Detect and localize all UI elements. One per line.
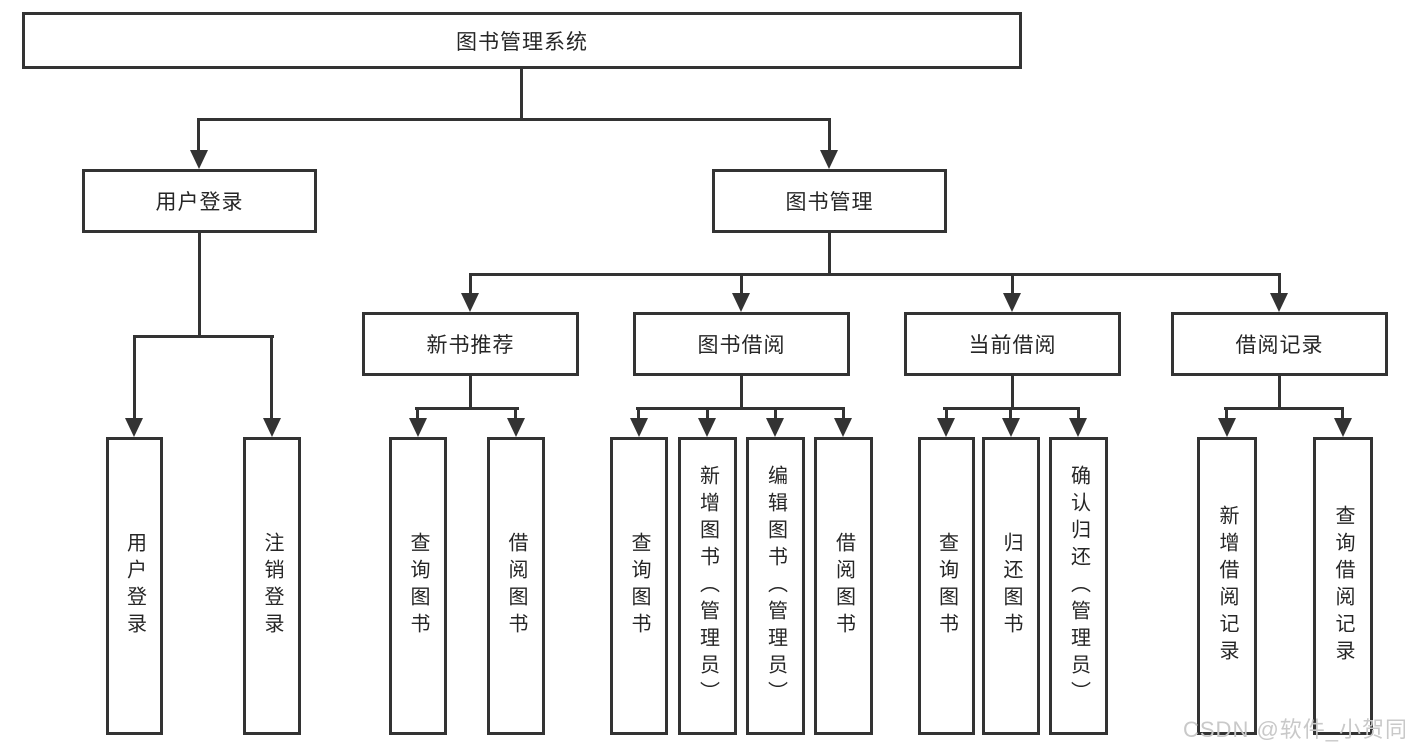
arrow-down-icon	[820, 150, 838, 169]
arrow-down-icon	[1218, 418, 1236, 437]
root-label: 图书管理系统	[456, 30, 588, 54]
leaf-box-add-books-admin: 新增图书（管理员）	[678, 437, 737, 735]
connector-line	[514, 407, 517, 421]
arrow-down-icon	[125, 418, 143, 437]
connector-line	[198, 233, 201, 335]
connector-line	[520, 69, 523, 118]
arrow-down-icon	[1002, 418, 1020, 437]
arrow-down-icon	[1069, 418, 1087, 437]
arrow-down-icon	[507, 418, 525, 437]
leaf-label: 查询借阅记录	[1332, 505, 1354, 667]
connector-line	[740, 376, 743, 407]
leaf-label: 注销登录	[261, 532, 283, 640]
arrow-down-icon	[834, 418, 852, 437]
arrow-down-icon	[937, 418, 955, 437]
connector-line	[469, 273, 1281, 276]
leaf-box-add-borrow-record: 新增借阅记录	[1197, 437, 1257, 735]
section-box-book-borrowing: 图书借阅	[633, 312, 850, 376]
leaf-box-user-login: 用户登录	[106, 437, 163, 735]
section-label: 当前借阅	[968, 334, 1057, 357]
connector-line	[197, 118, 831, 121]
leaf-label: 用户登录	[123, 532, 146, 640]
leaf-box-query-borrow-record: 查询借阅记录	[1313, 437, 1373, 735]
connector-line	[706, 407, 709, 421]
section-box-current-borrowing: 当前借阅	[904, 312, 1121, 376]
leaf-label: 查询图书	[407, 532, 429, 640]
leaf-label: 借阅图书	[832, 532, 855, 640]
leaf-box-logout: 注销登录	[243, 437, 301, 735]
connector-line	[637, 407, 640, 421]
branch-label: 用户登录	[155, 191, 244, 214]
arrow-down-icon	[630, 418, 648, 437]
connector-line	[828, 118, 831, 153]
leaf-label: 查询图书	[628, 532, 650, 640]
connector-line	[416, 407, 419, 421]
arrow-down-icon	[1334, 418, 1352, 437]
arrow-down-icon	[409, 418, 427, 437]
branch-label: 图书管理	[785, 191, 874, 214]
connector-line	[842, 407, 845, 421]
connector-line	[469, 273, 472, 295]
connector-line	[1224, 407, 1344, 410]
connector-line	[1011, 273, 1014, 295]
section-box-new-book-recommend: 新书推荐	[362, 312, 579, 376]
connector-line	[1009, 407, 1012, 421]
leaf-label: 新增借阅记录	[1216, 505, 1238, 667]
arrow-down-icon	[766, 418, 784, 437]
arrow-down-icon	[461, 293, 479, 312]
connector-line	[636, 407, 845, 410]
connector-line	[133, 335, 136, 421]
connector-line	[1225, 407, 1228, 421]
leaf-label: 归还图书	[1000, 532, 1022, 640]
leaf-box-query-books-current: 查询图书	[918, 437, 975, 735]
connector-line	[1278, 273, 1281, 295]
connector-line	[828, 233, 831, 273]
connector-line	[1077, 407, 1080, 421]
connector-line	[945, 407, 948, 421]
branch-box-book-management: 图书管理	[712, 169, 947, 233]
section-label: 新书推荐	[426, 334, 515, 357]
section-label: 借阅记录	[1235, 334, 1324, 357]
leaf-label: 确认归还（管理员）	[1067, 464, 1090, 708]
leaf-box-query-books-borrow: 查询图书	[610, 437, 668, 735]
csdn-watermark: CSDN @软件_小贺同学	[1183, 717, 1405, 742]
connector-line	[197, 118, 200, 153]
leaf-box-return-books: 归还图书	[982, 437, 1040, 735]
arrow-down-icon	[1003, 293, 1021, 312]
leaf-label: 编辑图书（管理员）	[764, 464, 787, 708]
arrow-down-icon	[698, 418, 716, 437]
leaf-box-borrow-books-recommend: 借阅图书	[487, 437, 545, 735]
arrow-down-icon	[732, 293, 750, 312]
connector-line	[1278, 376, 1281, 407]
leaf-box-borrow-books: 借阅图书	[814, 437, 873, 735]
section-label: 图书借阅	[697, 334, 786, 357]
connector-line	[740, 273, 743, 295]
root-box-library-system: 图书管理系统	[22, 12, 1022, 69]
arrow-down-icon	[263, 418, 281, 437]
connector-line	[1341, 407, 1344, 421]
connector-line	[133, 335, 274, 338]
connector-line	[469, 376, 472, 407]
connector-line	[774, 407, 777, 421]
leaf-box-edit-books-admin: 编辑图书（管理员）	[746, 437, 805, 735]
connector-line	[270, 335, 273, 421]
leaf-label: 借阅图书	[505, 532, 527, 640]
leaf-box-query-books-recommend: 查询图书	[389, 437, 447, 735]
connector-line	[415, 407, 519, 410]
section-box-borrow-records: 借阅记录	[1171, 312, 1388, 376]
branch-box-user-login: 用户登录	[82, 169, 317, 233]
leaf-label: 查询图书	[935, 532, 958, 640]
arrow-down-icon	[1270, 293, 1288, 312]
leaf-label: 新增图书（管理员）	[696, 464, 719, 708]
arrow-down-icon	[190, 150, 208, 169]
leaf-box-confirm-return-admin: 确认归还（管理员）	[1049, 437, 1108, 735]
connector-line	[1011, 376, 1014, 407]
